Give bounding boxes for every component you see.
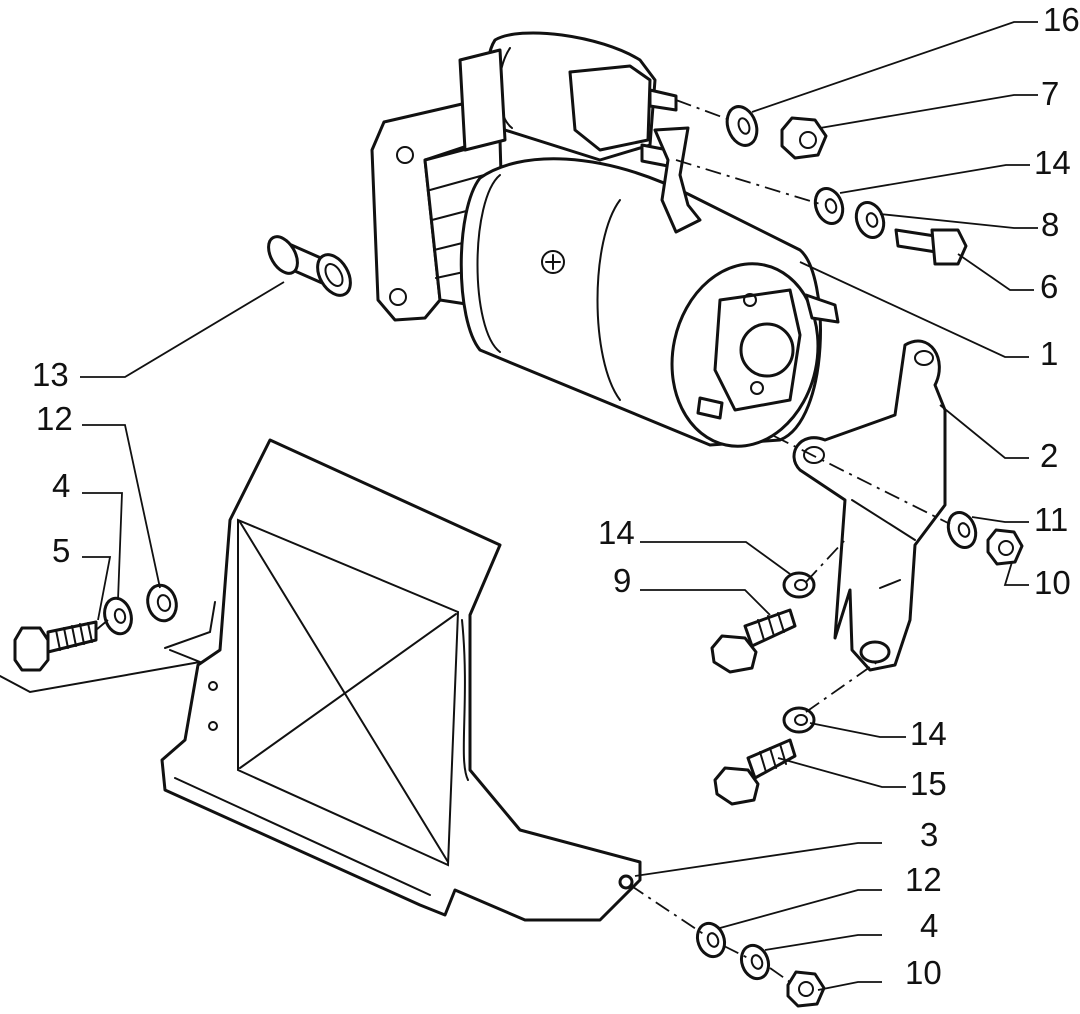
washer-4-left [103,596,133,636]
callout-10: 10 [1034,564,1071,601]
bolt-5 [13,620,98,672]
callout-1: 1 [1040,335,1058,372]
housing-ribs [429,171,502,279]
washer-14-middle [782,571,816,599]
flange-bolt-hole-lower [389,288,407,306]
bolt-15 [713,738,797,806]
nut-10-upper [986,528,1024,566]
bolt-6 [894,228,968,266]
callout-14: 14 [598,514,635,551]
solenoid-terminal-upper [648,88,678,112]
end-cap-screw [743,293,757,307]
support-bracket [792,339,947,672]
shield-cross-rib [239,521,457,863]
heat-shield-plate [0,438,642,922]
bracket-top-hole [914,350,934,366]
washer-12-left [146,583,178,623]
callout-14: 14 [1034,144,1071,181]
callout-4: 4 [920,907,938,944]
leader-lines [80,21,1038,991]
callout-16: 16 [1043,1,1080,38]
callout-11: 11 [1034,501,1068,538]
end-cap-bushing [739,322,795,378]
body-seam-front [476,174,501,353]
callout-12: 12 [36,400,73,437]
callout-13: 13 [32,356,69,393]
callout-15: 15 [910,765,947,802]
shield-mounting-hole [618,874,634,890]
solenoid-mount-bracket [458,48,507,152]
end-cap-screw [750,381,764,395]
callout-4: 4 [52,467,70,504]
shield-rivet [208,721,218,731]
nut-10-lower [786,970,826,1008]
solenoid-cap [568,64,652,152]
washer-12-lower [695,921,727,959]
callout-14: 14 [910,715,947,752]
washer-11 [946,511,978,549]
washer-4-lower [739,943,771,981]
solenoid-strap [653,126,702,234]
callout-5: 5 [52,532,70,569]
shield-edge-leader [0,649,204,694]
washer-8 [854,201,886,239]
callout-9: 9 [613,562,631,599]
shield-rivet [208,681,218,691]
assembly-center-lines [95,99,951,983]
callout-labels: 16 7 14 8 6 1 13 12 4 5 2 11 10 14 9 14 … [32,1,1080,991]
flange-bolt-hole-upper [396,146,414,164]
bracket-side-hole [803,446,825,464]
starter-motor [370,31,840,448]
washer-14-lower [782,706,816,734]
body-seam-middle [596,199,621,401]
body-cross-screw [541,250,565,274]
shield-bottom-lip [174,777,431,896]
callout-6: 6 [1040,268,1058,305]
callout-3: 3 [920,816,938,853]
end-cap-lower-stud [696,396,724,420]
shield-inner-panel [237,518,460,867]
callout-2: 2 [1040,437,1058,474]
end-cap-terminal-stud [804,293,840,324]
callout-7: 7 [1041,75,1059,112]
bushing-sleeve [267,235,352,297]
callout-8: 8 [1041,206,1059,243]
washer-16 [725,105,759,147]
nut-7 [780,116,828,160]
bracket-slot [879,579,901,589]
washer-14-upper [813,187,845,225]
callout-12: 12 [905,861,942,898]
shield-edge-flange [461,619,469,781]
callout-10: 10 [905,954,942,991]
bolt-9 [710,608,797,674]
bracket-bottom-hole [859,640,891,664]
